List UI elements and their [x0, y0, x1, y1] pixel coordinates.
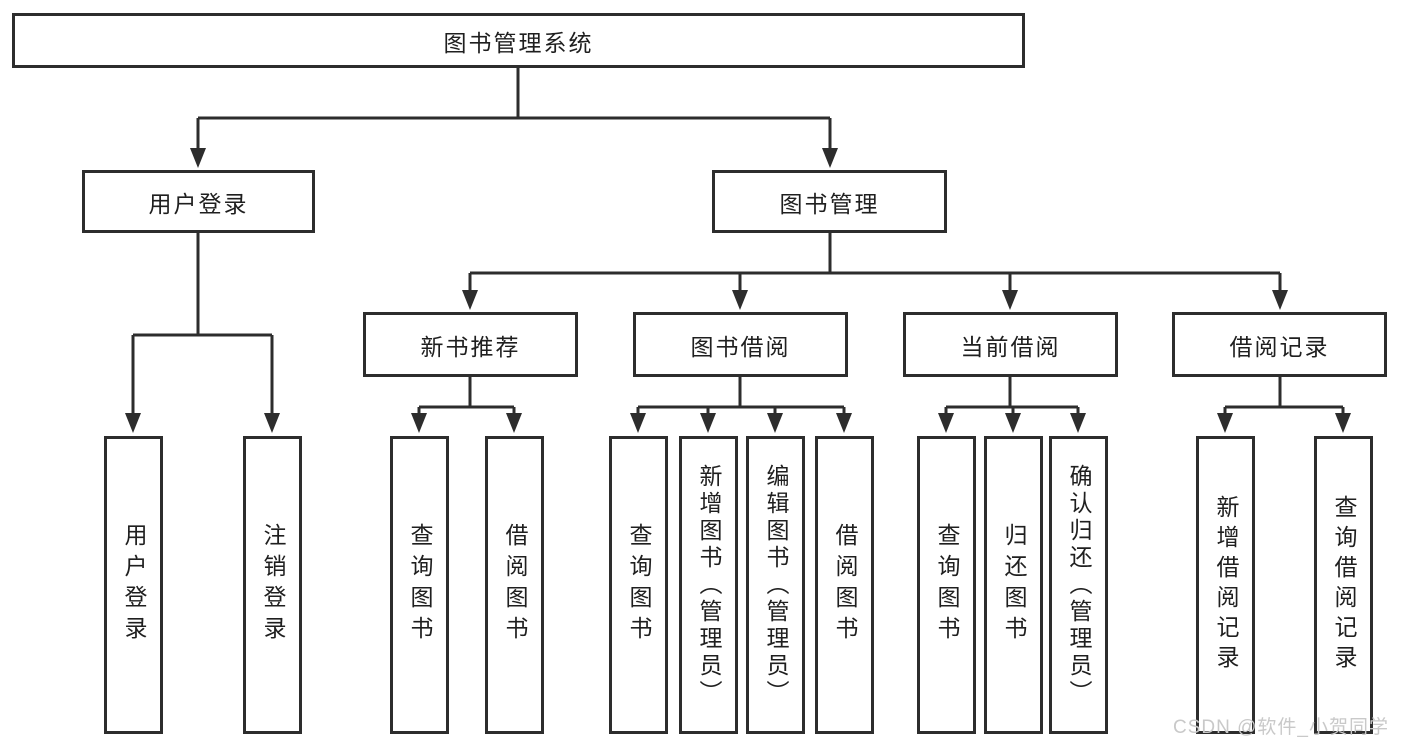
- node-label: 查询图书: [626, 523, 652, 647]
- node-label: 编辑图书（管理员）: [763, 463, 789, 707]
- node-label: 新增借阅记录: [1213, 495, 1239, 675]
- node-label: 归还图书: [1001, 523, 1027, 647]
- node-label: 借阅记录: [1229, 333, 1330, 360]
- node-label: 图书管理: [779, 190, 880, 217]
- node-user-login: 用户登录: [82, 170, 315, 233]
- node-borrowing-records: 借阅记录: [1172, 312, 1387, 377]
- node-label: 图书借阅: [690, 333, 791, 360]
- leaf-confirm-return-admin: 确认归还（管理员）: [1049, 436, 1108, 734]
- node-label: 借阅图书: [502, 523, 528, 647]
- leaf-query-borrow-record: 查询借阅记录: [1314, 436, 1373, 734]
- node-label: 注销登录: [260, 523, 286, 647]
- leaf-query-books-current: 查询图书: [917, 436, 976, 734]
- leaf-query-books-recommend: 查询图书: [390, 436, 449, 734]
- leaf-edit-books-admin: 编辑图书（管理员）: [746, 436, 805, 734]
- node-label: 查询图书: [934, 523, 960, 647]
- leaf-logout: 注销登录: [243, 436, 302, 734]
- leaf-borrow-books-recommend: 借阅图书: [485, 436, 544, 734]
- node-label: 查询图书: [407, 523, 433, 647]
- node-label: 借阅图书: [832, 523, 858, 647]
- node-book-management: 图书管理: [712, 170, 947, 233]
- leaf-add-borrow-record: 新增借阅记录: [1196, 436, 1255, 734]
- node-label: 用户登录: [121, 523, 147, 647]
- node-new-book-recommendation: 新书推荐: [363, 312, 578, 377]
- node-label: 查询借阅记录: [1331, 495, 1357, 675]
- leaf-borrow-books: 借阅图书: [815, 436, 874, 734]
- node-label: 图书管理系统: [443, 29, 594, 56]
- leaf-add-books-admin: 新增图书（管理员）: [679, 436, 738, 734]
- node-book-borrowing: 图书借阅: [633, 312, 848, 377]
- csdn-watermark: CSDN @软件_小贺同学: [1173, 717, 1389, 738]
- node-label: 新增图书（管理员）: [696, 463, 722, 707]
- node-library-management-system: 图书管理系统: [12, 13, 1025, 68]
- node-label: 新书推荐: [420, 333, 521, 360]
- leaf-user-login: 用户登录: [104, 436, 163, 734]
- node-label: 用户登录: [148, 190, 249, 217]
- node-label: 确认归还（管理员）: [1066, 463, 1092, 707]
- leaf-return-books: 归还图书: [984, 436, 1043, 734]
- leaf-query-books-borrow: 查询图书: [609, 436, 668, 734]
- node-current-borrowing: 当前借阅: [903, 312, 1118, 377]
- node-label: 当前借阅: [960, 333, 1061, 360]
